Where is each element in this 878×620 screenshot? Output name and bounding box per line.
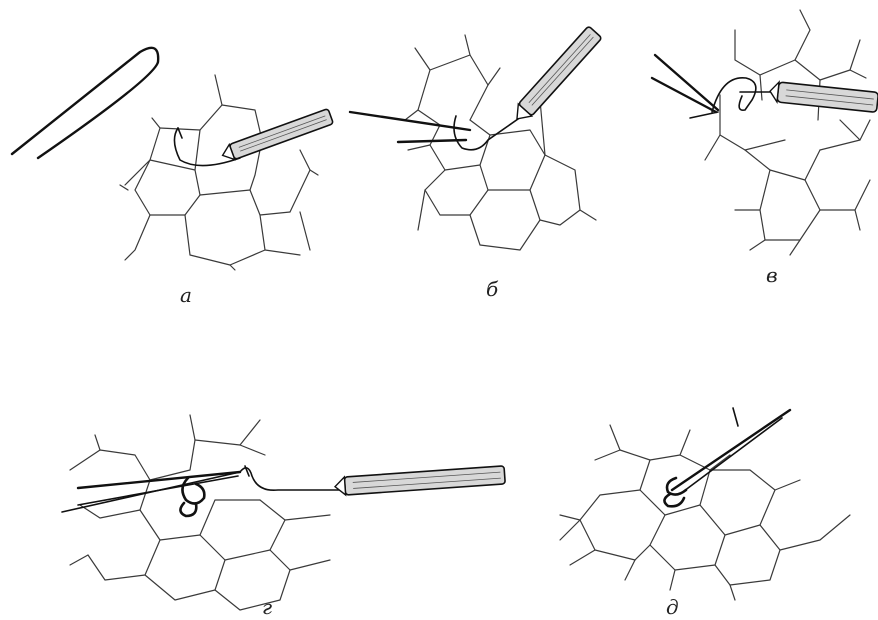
thread-v-1 bbox=[653, 53, 720, 112]
hairpin-wire bbox=[10, 46, 160, 160]
thread-v-3 bbox=[689, 111, 719, 119]
needle-holder-v bbox=[769, 80, 878, 113]
mesh-g bbox=[69, 414, 331, 611]
mesh-a bbox=[119, 74, 319, 271]
needle-holder-a bbox=[221, 108, 334, 161]
mesh-d bbox=[559, 424, 851, 601]
knot-d bbox=[663, 476, 688, 508]
mesh-b bbox=[404, 34, 597, 251]
panel-d: д bbox=[559, 407, 851, 619]
panel-label-d: д bbox=[666, 595, 679, 619]
panel-a: a bbox=[10, 46, 334, 307]
panel-label-a: a bbox=[180, 283, 192, 307]
thread-a bbox=[173, 127, 241, 167]
thread-b-upper bbox=[348, 110, 472, 132]
thread-g-1 bbox=[76, 470, 242, 490]
panel-label-v: в bbox=[766, 263, 778, 287]
mesh-v bbox=[704, 9, 871, 256]
thread-d-2 bbox=[679, 417, 783, 495]
panel-b: б bbox=[348, 26, 602, 301]
panel-label-b: б bbox=[486, 277, 499, 301]
thread-d-1 bbox=[670, 408, 792, 492]
needle-holder-b bbox=[516, 26, 602, 120]
panel-label-g: г bbox=[262, 595, 272, 619]
thread-b-lower bbox=[396, 138, 468, 144]
thread-b-loop bbox=[453, 111, 529, 151]
panel-v: в bbox=[650, 9, 878, 287]
thread-g-loop bbox=[239, 467, 346, 492]
thread-v-2 bbox=[650, 76, 718, 114]
needle-holder-g bbox=[333, 465, 506, 497]
thread-g-3 bbox=[77, 475, 239, 506]
panel-g: г bbox=[61, 414, 506, 619]
thread-v-loop bbox=[711, 77, 757, 113]
knot-g bbox=[179, 476, 206, 518]
